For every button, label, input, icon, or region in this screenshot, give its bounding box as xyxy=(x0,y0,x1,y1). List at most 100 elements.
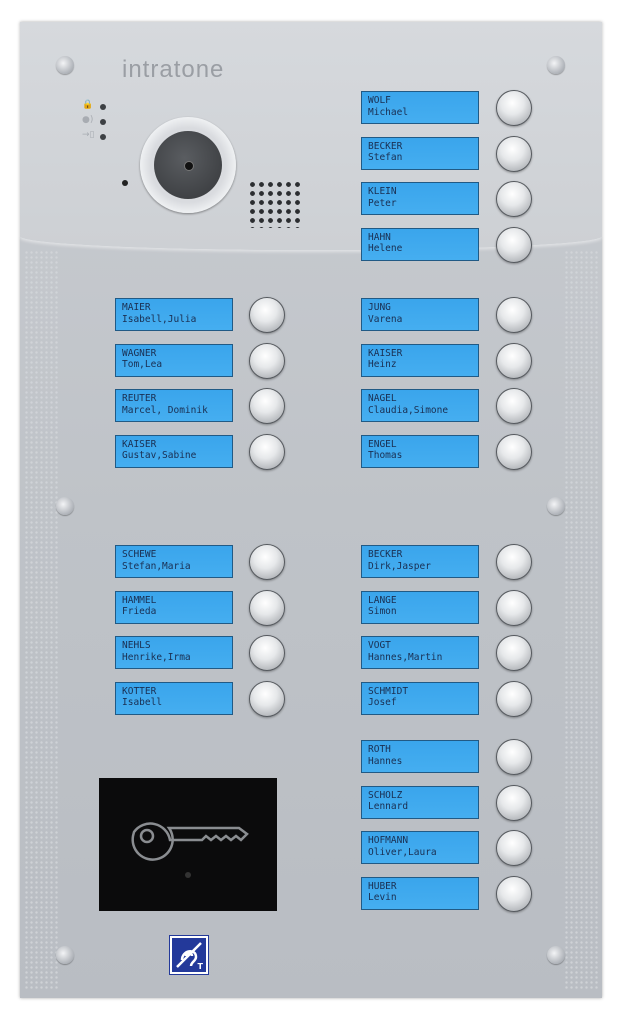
screw-icon xyxy=(547,946,565,964)
resident-surname: VOGT xyxy=(368,640,391,651)
resident-surname: KAISER xyxy=(122,438,157,450)
resident-surname: SCHEWE xyxy=(122,549,157,560)
resident-surname: ROTH xyxy=(368,744,391,755)
microphone xyxy=(122,180,128,186)
status-led xyxy=(100,119,106,125)
call-button-nehls[interactable] xyxy=(249,635,285,671)
call-button-kaiser[interactable] xyxy=(249,433,285,470)
resident-first-names: Michael xyxy=(368,106,409,118)
call-button-engel[interactable] xyxy=(496,433,532,470)
call-button-huber[interactable] xyxy=(496,875,532,912)
lock-icon: 🔒 xyxy=(82,100,94,110)
call-button-hofmann[interactable] xyxy=(496,830,532,866)
resident-first-names: Levin xyxy=(368,892,397,903)
call-button-becker[interactable] xyxy=(496,135,532,172)
call-button-schmidt[interactable] xyxy=(496,680,532,717)
resident-first-names: Gustav,Sabine xyxy=(122,450,197,461)
resident-surname: SCHMIDT xyxy=(368,685,409,697)
resident-first-names: Claudia,Simone xyxy=(368,404,449,416)
call-button-becker[interactable] xyxy=(496,544,532,580)
call-button-scholz[interactable] xyxy=(496,784,532,821)
camera xyxy=(140,117,236,213)
resident-surname: BECKER xyxy=(368,549,403,560)
hearing-loop-icon: T xyxy=(169,935,209,975)
hearing-loop-label: T xyxy=(197,962,203,971)
resident-first-names: Isabell xyxy=(122,697,163,708)
resident-first-names: Peter xyxy=(368,197,397,209)
resident-first-names: Frieda xyxy=(122,606,157,617)
resident-first-names: Simon xyxy=(368,606,397,617)
reader-led xyxy=(185,872,191,878)
call-button-hammel[interactable] xyxy=(249,589,285,626)
resident-first-names: Thomas xyxy=(368,450,403,461)
screw-icon xyxy=(56,497,74,515)
camera-lens xyxy=(154,131,222,199)
call-button-kotter[interactable] xyxy=(249,680,285,717)
camera-pinhole xyxy=(184,161,194,171)
resident-surname: LANGE xyxy=(368,594,397,606)
speaker-icon: ●) xyxy=(82,115,94,125)
resident-first-names: Stefan xyxy=(368,152,403,163)
resident-first-names: Josef xyxy=(368,697,397,708)
screw-icon xyxy=(56,56,74,74)
dot-texture-left xyxy=(24,250,58,990)
resident-surname: MAIER xyxy=(122,302,151,313)
call-button-maier[interactable] xyxy=(249,297,285,333)
resident-first-names: Lennard xyxy=(368,801,409,812)
resident-surname: HAHN xyxy=(368,231,391,243)
call-button-hahn[interactable] xyxy=(496,226,532,263)
resident-first-names: Oliver,Laura xyxy=(368,846,437,858)
resident-surname: WOLF xyxy=(368,95,391,106)
call-button-nagel[interactable] xyxy=(496,388,532,424)
call-button-schewe[interactable] xyxy=(249,544,285,580)
call-button-lange[interactable] xyxy=(496,589,532,626)
resident-surname: HAMMEL xyxy=(122,594,157,606)
call-button-wolf[interactable] xyxy=(496,90,532,126)
call-button-reuter[interactable] xyxy=(249,388,285,424)
call-button-vogt[interactable] xyxy=(496,635,532,671)
key-icon xyxy=(131,822,249,861)
resident-first-names: Hannes xyxy=(368,755,403,767)
call-button-roth[interactable] xyxy=(496,739,532,775)
call-button-jung[interactable] xyxy=(496,297,532,333)
call-button-kaiser[interactable] xyxy=(496,342,532,379)
status-led xyxy=(100,134,106,140)
screw-icon xyxy=(56,946,74,964)
call-button-wagner[interactable] xyxy=(249,342,285,379)
resident-first-names: Hannes,Martin xyxy=(368,651,443,663)
resident-first-names: Marcel, Dominik xyxy=(122,404,208,416)
screw-icon xyxy=(547,56,565,74)
resident-surname: KOTTER xyxy=(122,685,157,697)
key-reader[interactable] xyxy=(99,778,277,911)
screw-icon xyxy=(547,497,565,515)
resident-first-names: Tom,Lea xyxy=(122,359,163,370)
brand-logo: intratone xyxy=(122,56,225,83)
speaker-grille xyxy=(248,180,304,228)
call-button-klein[interactable] xyxy=(496,181,532,217)
resident-surname: BECKER xyxy=(368,140,403,152)
resident-surname: ENGEL xyxy=(368,438,397,450)
resident-surname: KLEIN xyxy=(368,186,397,197)
resident-surname: NAGEL xyxy=(368,393,397,404)
